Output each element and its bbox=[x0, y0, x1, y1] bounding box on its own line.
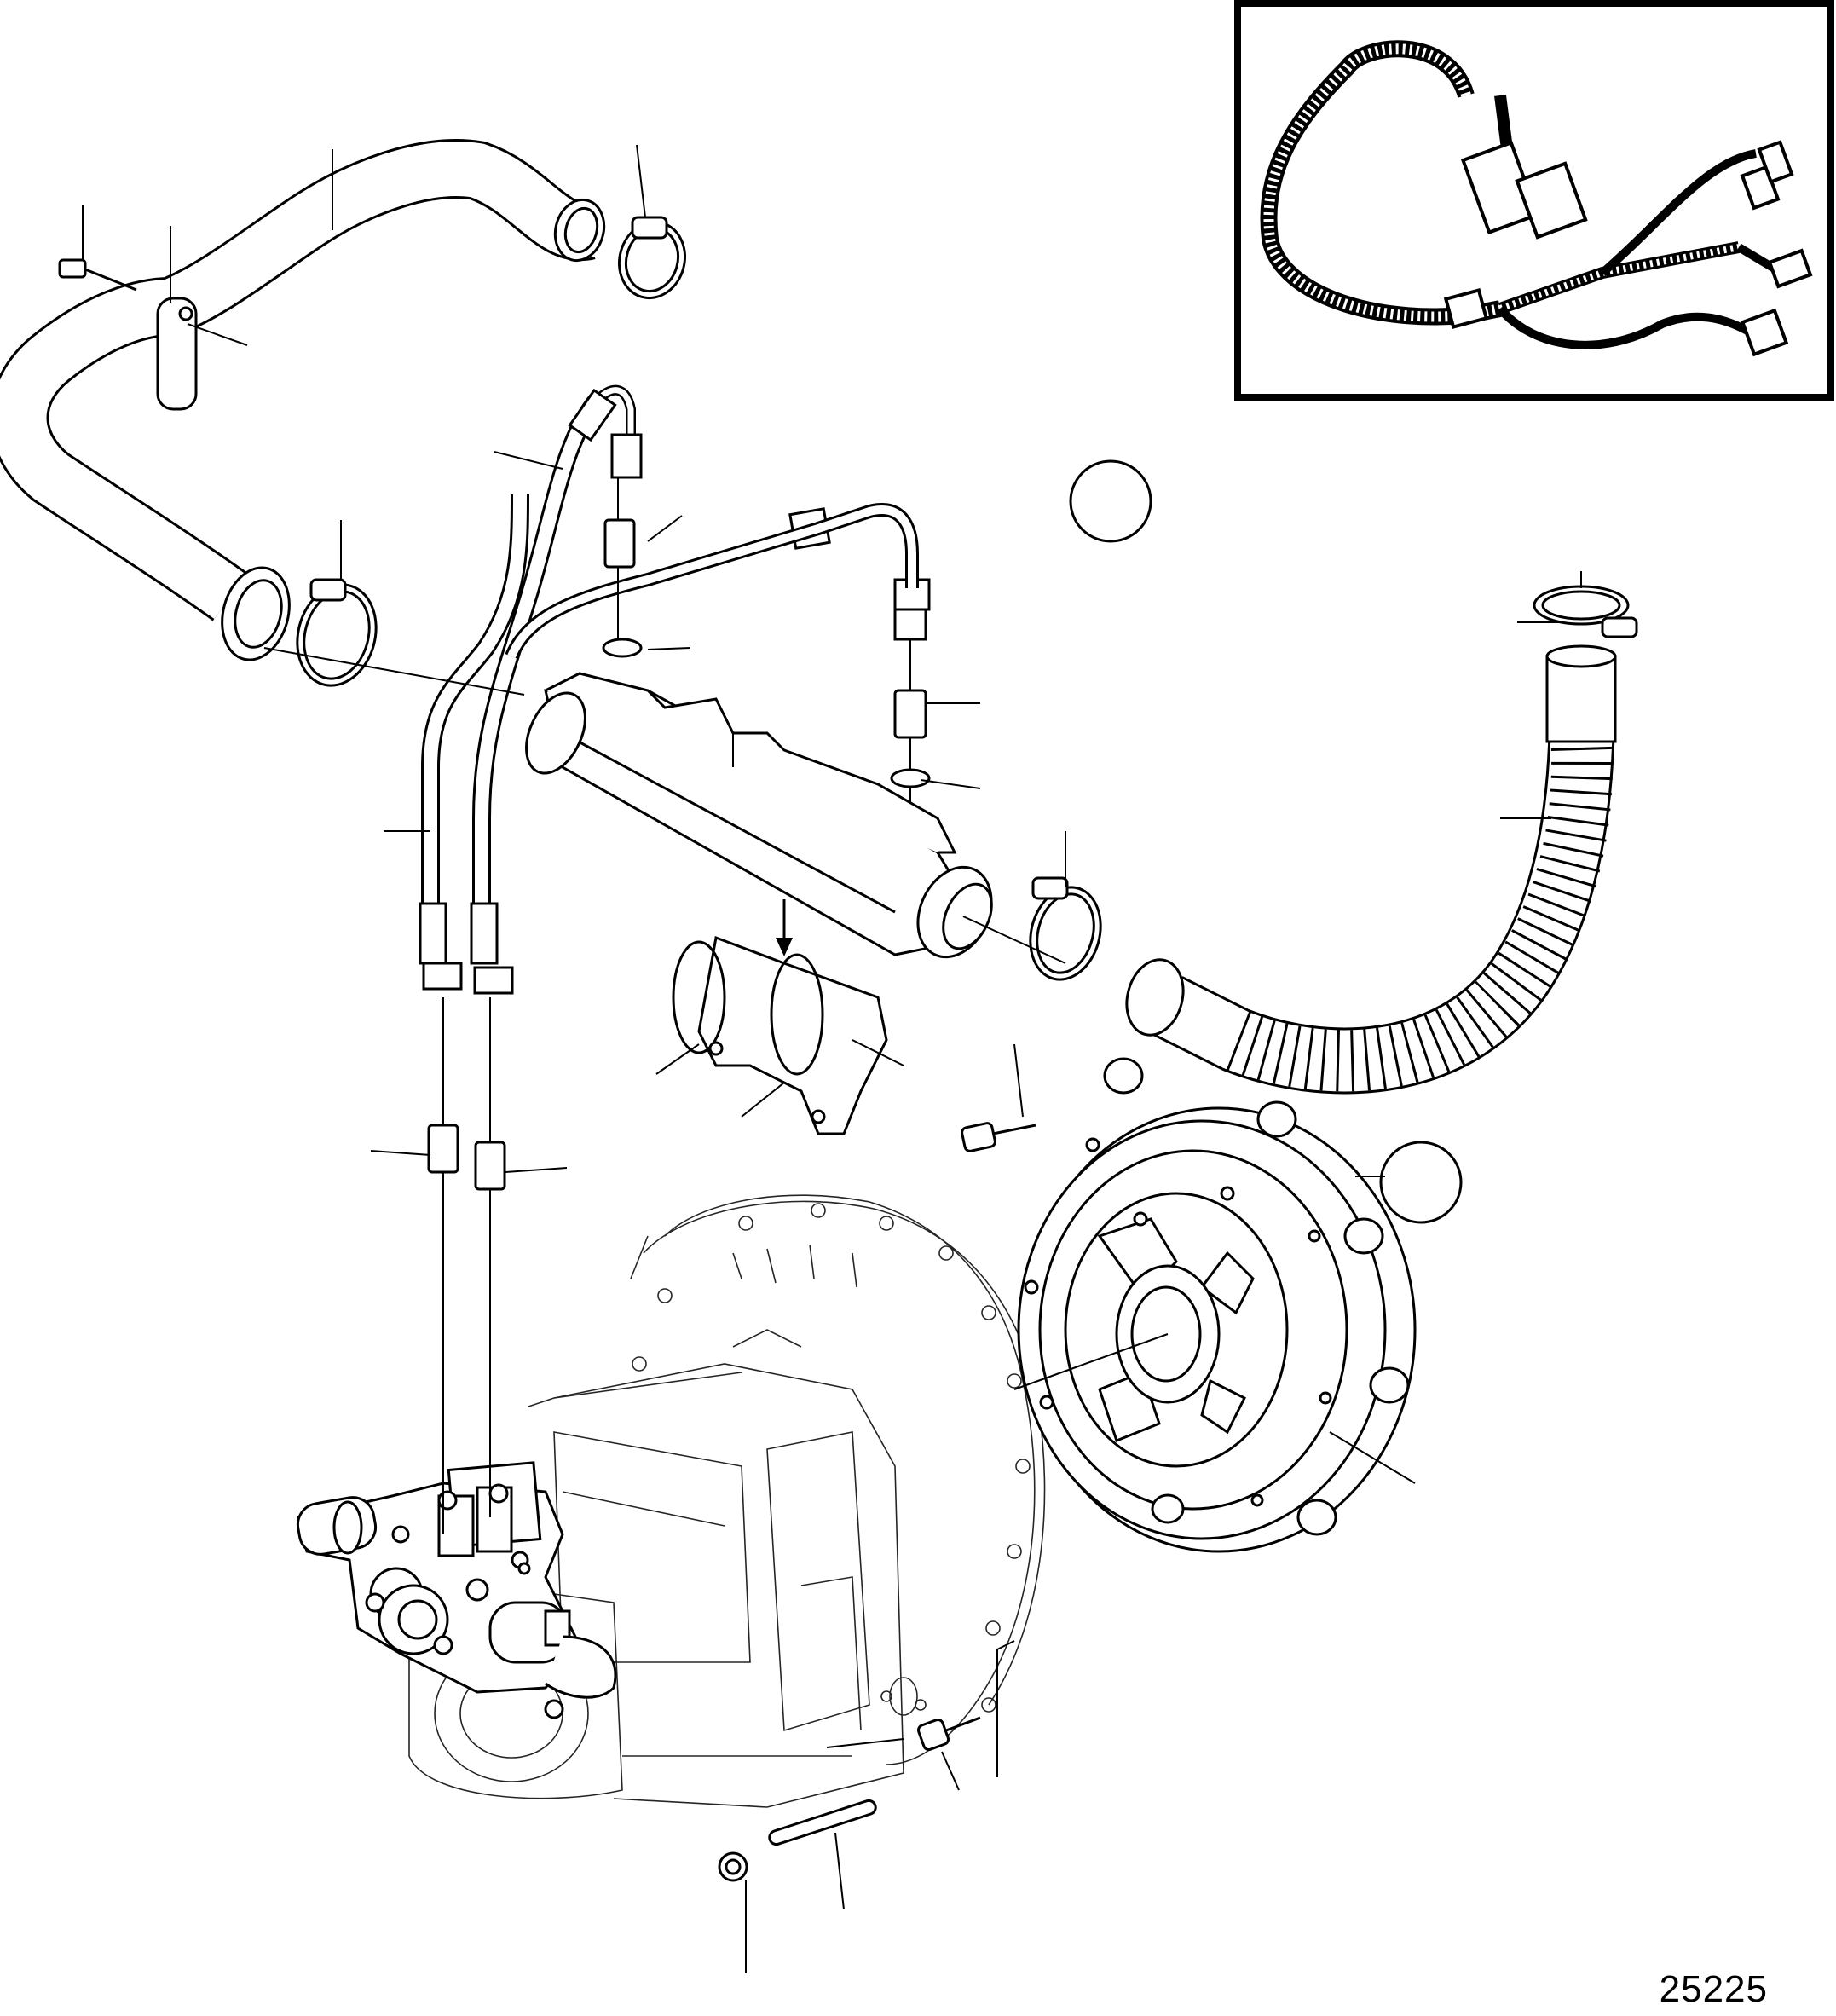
figure-reference-number: 25225 bbox=[1659, 1968, 1768, 2010]
marker-circle-top bbox=[1071, 461, 1151, 541]
clip-and-screw bbox=[60, 260, 196, 409]
cooler-bracket bbox=[673, 938, 886, 1134]
leader-lines bbox=[83, 145, 1581, 1973]
arrow-head bbox=[776, 938, 793, 956]
nipples-washers bbox=[429, 477, 929, 1534]
housing-bolt-holes bbox=[632, 1204, 1030, 1712]
corrugated-hose-ends bbox=[1118, 646, 1615, 1042]
marker-circle-right bbox=[1381, 1142, 1461, 1222]
oil-hose-pair bbox=[430, 390, 631, 921]
hose-clamps bbox=[286, 215, 1637, 988]
harness-connectors bbox=[1446, 142, 1810, 355]
coolant-hose-upper bbox=[20, 169, 589, 597]
oil-pipe-upper bbox=[511, 510, 912, 656]
harness-cable bbox=[1268, 49, 1781, 345]
drive-coupling bbox=[1019, 1059, 1415, 1551]
hose-fittings bbox=[420, 390, 929, 993]
control-valve-block bbox=[294, 1463, 615, 1718]
oil-cooler bbox=[515, 673, 1006, 969]
bolts bbox=[719, 1123, 1036, 1880]
coupling-bolt-bosses bbox=[1105, 1059, 1408, 1534]
hose-ends bbox=[212, 194, 610, 667]
coupling-holes bbox=[1025, 1139, 1331, 1505]
corrugated-hose bbox=[1168, 656, 1582, 1060]
inset-wiring-harness bbox=[1238, 3, 1831, 397]
